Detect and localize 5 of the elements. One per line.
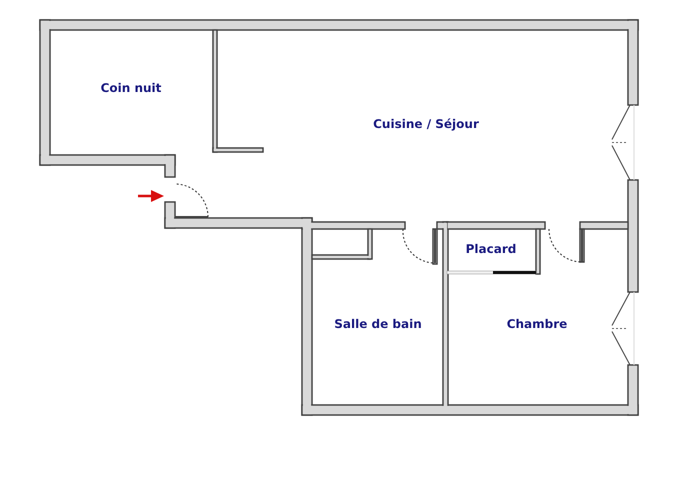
- room-label: Salle de bain: [334, 317, 422, 331]
- room-label: Coin nuit: [100, 81, 162, 95]
- room-label: Placard: [466, 242, 516, 256]
- room-label: Chambre: [506, 317, 568, 331]
- room-label: Cuisine / Séjour: [373, 117, 479, 131]
